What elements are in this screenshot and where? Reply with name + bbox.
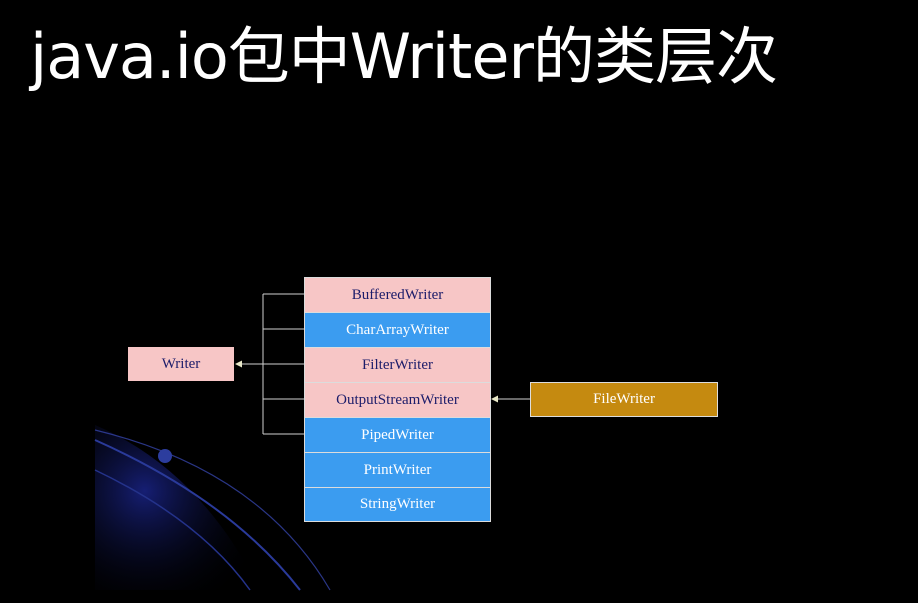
arrowhead-writer xyxy=(235,360,242,368)
printwriter-box: PrintWriter xyxy=(304,452,491,487)
outputstreamwriter-label: OutputStreamWriter xyxy=(336,391,459,408)
filterwriter-label: FilterWriter xyxy=(361,356,434,373)
pipedwriter-label: PipedWriter xyxy=(361,426,434,443)
writer-class-box: Writer xyxy=(128,347,234,381)
filterwriter-box: FilterWriter xyxy=(304,347,491,382)
chararraywriter-box: CharArrayWriter xyxy=(304,312,491,347)
chararraywriter-label: CharArrayWriter xyxy=(346,321,449,338)
outputstreamwriter-box: OutputStreamWriter xyxy=(304,382,491,417)
stringwriter-box: StringWriter xyxy=(304,487,491,522)
decorative-dot xyxy=(158,449,172,463)
page-title: java.io包中Writer的类层次 xyxy=(30,20,778,93)
pipedwriter-box: PipedWriter xyxy=(304,417,491,452)
writer-class-label: Writer xyxy=(161,355,201,372)
stringwriter-label: StringWriter xyxy=(359,496,436,512)
printwriter-label: PrintWriter xyxy=(363,461,432,478)
arrowhead-outputstreamwriter xyxy=(491,395,498,403)
filewriter-label: FileWriter xyxy=(593,391,655,407)
filewriter-box: FileWriter xyxy=(530,382,718,417)
bufferedwriter-box: BufferedWriter xyxy=(304,277,491,312)
bufferedwriter-label: BufferedWriter xyxy=(351,286,444,303)
